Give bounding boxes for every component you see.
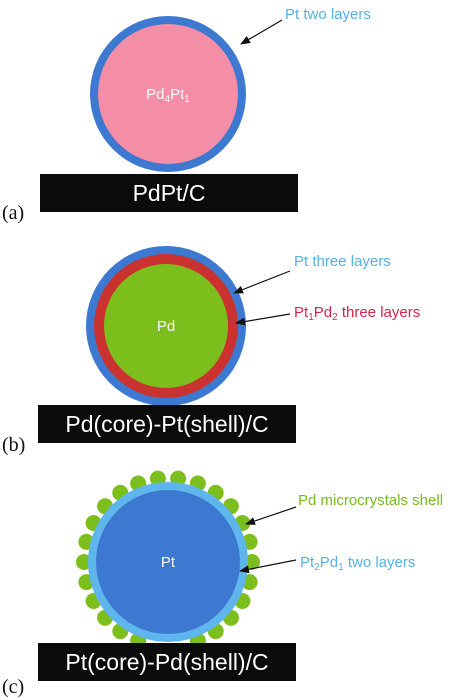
callout-pt1pd2-three-layers: Pt1Pd2 three layers <box>294 304 420 323</box>
pt-core-label: Pt <box>161 554 176 571</box>
callout-arrow-pt2pd1-layers <box>239 559 297 574</box>
panel-letter-c: (c) <box>2 676 24 698</box>
support-label-c: Pt(core)-Pd(shell)/C <box>65 649 268 675</box>
callout-arrow-pd-microcrystals <box>245 506 297 525</box>
pd-microcrystal <box>76 554 92 570</box>
pd-core <box>104 264 228 388</box>
support-label-b: Pd(core)-Pt(shell)/C <box>65 411 268 437</box>
callout-pt2pd1-two-layers: Pt2Pd1 two layers <box>300 554 415 573</box>
callout-arrow-pt-three-layers <box>233 270 291 294</box>
pt-core <box>96 490 240 634</box>
callout-arrow-pt-two-layers <box>240 19 283 45</box>
callout-pt-two-layers: Pt two layers <box>285 6 371 23</box>
panel-letter-b: (b) <box>2 434 25 456</box>
callout-arrow-pt1pd2-layers <box>235 313 291 326</box>
panel-c: Pt Pt(core)-Pd(shell)/C (c) Pd microcrys… <box>2 470 443 698</box>
support-label-a: PdPt/C <box>133 180 206 206</box>
callout-pt-three-layers: Pt three layers <box>294 253 391 270</box>
panel-a: Pd4Pt1 PdPt/C (a) Pt two layers <box>2 6 371 224</box>
pd4pt1-core-label: Pd4Pt1 <box>146 86 190 105</box>
support-carbon-a <box>40 174 298 212</box>
callout-pd-microcrystals-shell: Pd microcrystals shell <box>298 492 443 509</box>
panel-letter-a: (a) <box>2 202 24 224</box>
pd4pt1-core <box>98 24 238 164</box>
support-carbon-c <box>38 643 296 681</box>
pd-core-label: Pd <box>157 318 175 335</box>
panel-b: Pd Pd(core)-Pt(shell)/C (b) Pt three lay… <box>2 246 420 456</box>
support-carbon-b <box>38 405 296 443</box>
